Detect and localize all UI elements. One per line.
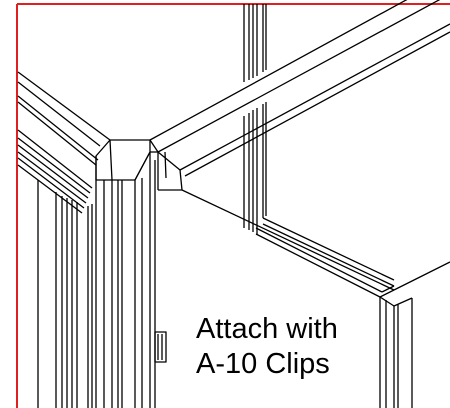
annotation-line-1: Attach with [196, 313, 338, 345]
left-panel-frame [37, 180, 93, 408]
a10-clip [154, 331, 167, 363]
right-front-post [379, 296, 413, 408]
background-post [243, 4, 267, 234]
diagonal-top-beam [149, 0, 450, 191]
annotation-line-2: A-10 Clips [196, 348, 330, 380]
left-top-rail [17, 71, 111, 214]
corner-post [95, 139, 156, 408]
frame-border [16, 3, 450, 408]
main-panel [158, 189, 450, 298]
attach-annotation: Attach with A-10 Clips [196, 312, 338, 382]
